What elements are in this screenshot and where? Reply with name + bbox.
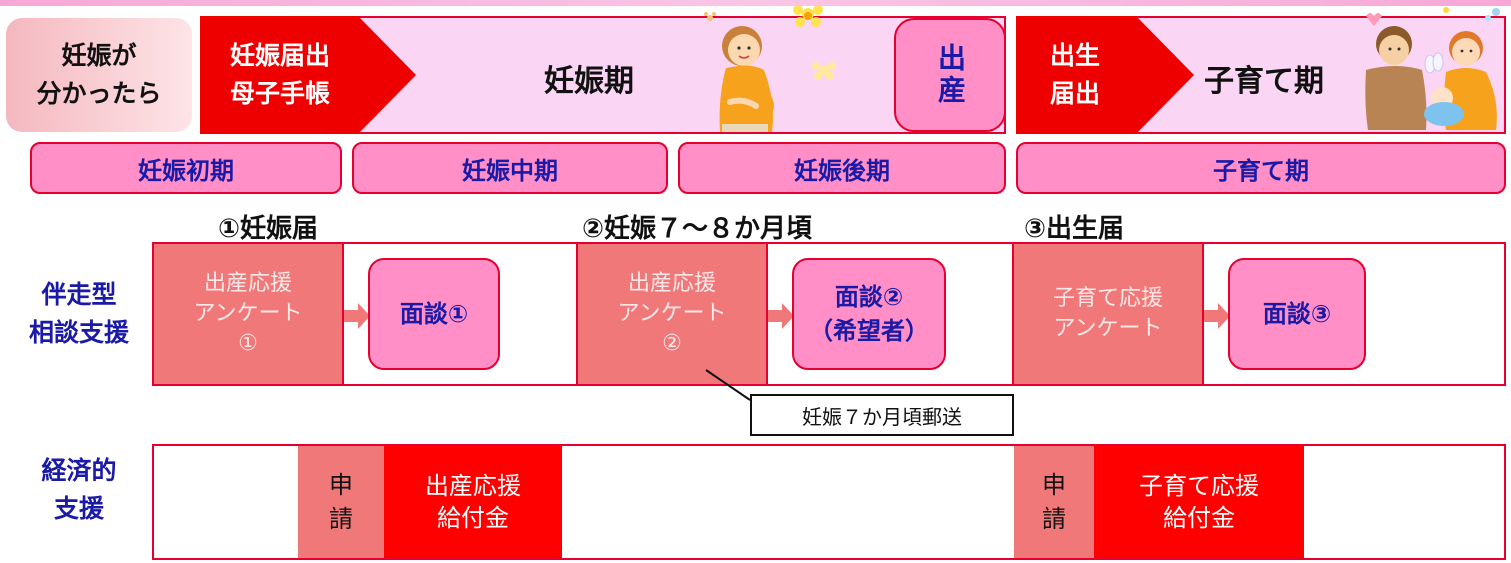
apply1-line-1: 申 (329, 471, 353, 499)
survey3-line-2: アンケート (1053, 316, 1163, 341)
economic-label-line-1: 経済的 (41, 456, 117, 485)
start-line-2: 分かったら (36, 79, 162, 108)
childcare-period-title: 子育て期 (1204, 64, 1324, 99)
childcare-survey: 子育て応援 アンケート (1012, 242, 1204, 386)
survey2-line-2: アンケート (617, 301, 727, 326)
apply-childcare-grant: 申 請 (1014, 446, 1094, 558)
survey2-line-1: 出産応援 (627, 271, 716, 296)
birth-notice-line-2: 届出 (1049, 79, 1100, 108)
pregnancy-notice-line-2: 母子手帳 (229, 79, 330, 108)
apply2-line-2: 請 (1042, 505, 1066, 533)
callout-line (705, 369, 751, 401)
accompany-label-line-2: 相談支援 (28, 318, 129, 347)
apply1-line-2: 請 (329, 505, 353, 533)
interview-1: 面談① (368, 258, 500, 370)
row-label-economic-support: 経済的 支援 (14, 452, 144, 528)
phase-early-pregnancy: 妊娠初期 (30, 142, 342, 194)
milestone-7-8-months: ②妊娠７～８か月頃 (582, 214, 813, 244)
childcare-grant-line-2: 給付金 (1163, 504, 1235, 532)
pregnancy-notice-line-1: 妊娠届出 (229, 41, 330, 70)
birth-box: 出産 (894, 18, 1006, 132)
birth-survey-1: 出産応援 アンケート ① (152, 242, 344, 386)
survey3-line-1: 子育て応援 (1052, 286, 1163, 311)
survey1-line-1: 出産応援 (203, 271, 292, 296)
pregnant-woman-illustration (704, 6, 836, 132)
birth-notice-line-1: 出生 (1049, 41, 1100, 70)
survey1-line-2: アンケート (193, 301, 303, 326)
milestone-birth-notice: ③出生届 (1024, 214, 1125, 244)
top-decoration-bar (0, 0, 1511, 6)
pregnancy-notice-arrow (200, 16, 416, 134)
birth-survey-2: 出産応援 アンケート ② (576, 242, 768, 386)
apply2-line-1: 申 (1042, 471, 1066, 499)
arrow-right-icon (344, 303, 370, 329)
interview-3: 面談③ (1228, 258, 1366, 370)
row-label-accompany-support: 伴走型 相談支援 (14, 276, 144, 352)
start-box: 妊娠が 分かったら (6, 18, 192, 132)
arrow-right-icon (1204, 303, 1230, 329)
milestone-pregnancy-notice: ①妊娠届 (218, 214, 319, 244)
childcare-grant-line-1: 子育て応援 (1139, 472, 1259, 500)
economic-label-line-2: 支援 (53, 494, 104, 523)
interview2-line-1: 面談② (834, 283, 904, 311)
birth-support-grant: 出産応援 給付金 (384, 446, 562, 558)
mail-note: 妊娠７か月頃郵送 (750, 394, 1014, 436)
pregnancy-period-title: 妊娠期 (544, 64, 634, 99)
arrow-right-icon (768, 303, 794, 329)
birth-grant-line-1: 出産応援 (425, 472, 521, 500)
survey2-line-3: ② (662, 331, 682, 356)
survey1-line-3: ① (238, 331, 258, 356)
birth-notice-arrow (1016, 16, 1194, 134)
interview-2: 面談② （希望者） (792, 258, 946, 370)
phase-mid-pregnancy: 妊娠中期 (352, 142, 668, 194)
birth-label: 出産 (934, 43, 967, 107)
birth-grant-line-2: 給付金 (437, 504, 509, 532)
phase-late-pregnancy: 妊娠後期 (678, 142, 1006, 194)
phase-childcare: 子育て期 (1016, 142, 1506, 194)
interview2-line-2: （希望者） (809, 317, 929, 345)
childcare-support-grant: 子育て応援 給付金 (1094, 446, 1304, 558)
accompany-label-line-1: 伴走型 (41, 280, 117, 309)
family-illustration (1365, 7, 1500, 130)
start-line-1: 妊娠が (61, 41, 137, 70)
apply-birth-grant: 申 請 (298, 446, 384, 558)
